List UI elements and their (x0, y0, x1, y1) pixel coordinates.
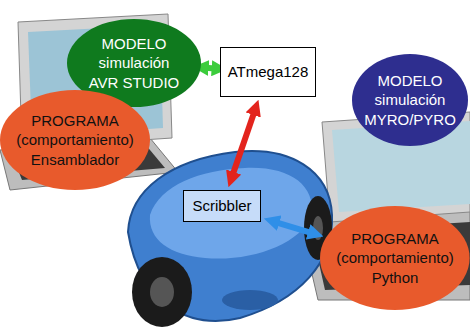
ellipse-label: PROGRAMA (comportamiento) Python (330, 229, 460, 288)
ellipse-node: MODELO simulación MYRO/PYRO (352, 54, 468, 146)
ellipse-node: PROGRAMA (comportamiento) Python (320, 206, 470, 310)
robot-wheel (132, 257, 192, 327)
ellipse-shape (352, 54, 468, 146)
ellipse-label: PROGRAMA (comportamiento) Ensamblador (10, 111, 140, 170)
double-arrow (205, 65, 216, 72)
robot (128, 151, 332, 327)
double-arrow (232, 111, 254, 176)
double-arrow (275, 222, 312, 233)
ellipse-node: PROGRAMA (comportamiento) Ensamblador (0, 90, 150, 190)
ellipse-shape (0, 90, 150, 190)
box-node: ATmega128 (220, 47, 317, 97)
box-label: Scribbler (192, 196, 251, 216)
robot-body (128, 151, 332, 321)
ellipse-label: MODELO simulación AVR STUDIO (84, 34, 184, 93)
ellipse-label: MODELO simulación MYRO/PYRO (360, 71, 460, 130)
wheel-hub (150, 277, 174, 307)
robot-shell (150, 168, 312, 259)
box-label: ATmega128 (228, 62, 309, 82)
ellipse-shape (320, 206, 470, 310)
wheel-hub (313, 216, 323, 240)
box-node: Scribbler (183, 190, 261, 222)
robot-front (222, 290, 278, 310)
